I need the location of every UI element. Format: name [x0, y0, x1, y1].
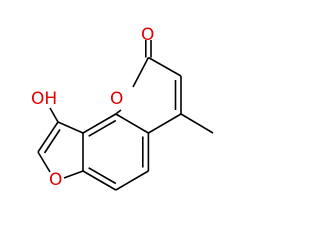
benzene-bond-c6-c6a [82, 170, 117, 191]
hydroxyl-label: OH [31, 89, 57, 109]
furan-oxygen-label: O [49, 170, 62, 190]
hydroxyl-bond [49, 107, 59, 123]
pyranone-bond-o1-c2 [132, 57, 150, 88]
benzene-bond-c6-c6a-inner [88, 167, 117, 185]
pyranone-ring [115, 40, 182, 134]
benzene-bond-c8a-c4a [115, 113, 149, 134]
chemical-structure-diagram: O O O OH [31, 25, 214, 191]
furan-ring [37, 107, 84, 179]
benzene-ring [82, 113, 150, 191]
furan-bond-c8-c9 [37, 121, 59, 153]
methyl-bond [180, 113, 214, 134]
benzene-bond-c5-c6 [115, 170, 149, 191]
pyranone-bond-c4-c4a [147, 113, 182, 134]
benzene-bond-c9a-c8a-inner [88, 119, 117, 137]
pyranone-oxygen-label: O [110, 89, 123, 109]
furan-bond-o-c8 [37, 151, 51, 173]
furan-bond-c9-c9a [57, 121, 84, 134]
pyranone-bond-c8a-o1 [115, 109, 122, 115]
pyranone-bond-c2-c3 [148, 56, 182, 77]
furan-bond-c8-c9-inner [43, 129, 61, 154]
furan-bond-c6a-o [63, 170, 84, 179]
benzene-bond-c9a-c8a [82, 113, 117, 134]
carbonyl-oxygen-label: O [141, 25, 154, 45]
